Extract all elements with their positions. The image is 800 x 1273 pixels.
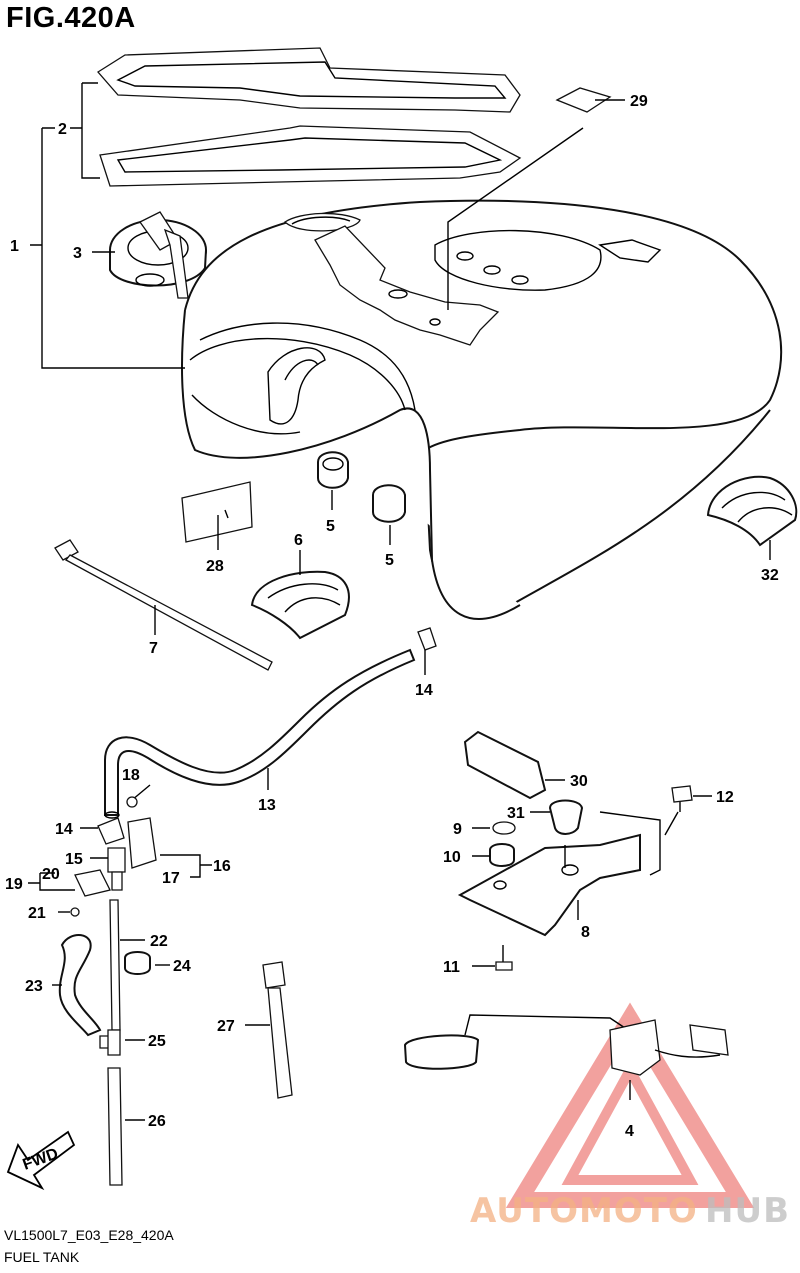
tank-bracket <box>457 811 661 937</box>
part-30: 30 <box>570 773 588 790</box>
watermark-text: AUTOMOTO HUB <box>470 1191 790 1231</box>
part-22: 22 <box>150 933 168 950</box>
part-13: 13 <box>258 797 276 814</box>
part-20: 20 <box>42 866 60 883</box>
part-24: 24 <box>173 958 191 975</box>
figure-code: VL1500L7_E03_E28_420A <box>4 1227 174 1243</box>
part-17: 17 <box>162 870 180 887</box>
part-1: 1 <box>10 238 19 255</box>
figure-caption: FUEL TANK <box>4 1249 80 1265</box>
part-4: 4 <box>625 1123 634 1140</box>
grommet-24 <box>124 951 151 975</box>
part-15: 15 <box>65 851 83 868</box>
part-5-lower: 5 <box>385 552 394 569</box>
grommet-upper <box>317 451 349 489</box>
part-14-lower: 14 <box>55 821 73 838</box>
cushion-10 <box>489 843 515 867</box>
part-8: 8 <box>581 924 590 941</box>
hose-clamp-upper <box>417 627 437 651</box>
part-31: 31 <box>507 805 525 822</box>
part-26: 26 <box>148 1113 166 1130</box>
part-32: 32 <box>761 567 779 584</box>
fuel-cap <box>109 211 207 299</box>
part-10: 10 <box>443 849 461 866</box>
fwd-arrow: FWD <box>6 1130 76 1191</box>
watermark-logo <box>505 1002 755 1208</box>
cable-tie-27 <box>262 961 293 1099</box>
part-5-upper: 5 <box>326 518 335 535</box>
part-29: 29 <box>630 93 648 110</box>
caution-label <box>181 481 253 543</box>
part-21: 21 <box>28 905 46 922</box>
tank-decal-strips <box>97 47 522 187</box>
part-25: 25 <box>148 1033 166 1050</box>
fuel-pipe-22 <box>109 899 121 1031</box>
cable-tie <box>54 539 273 671</box>
leader-lines <box>28 82 771 1121</box>
watermark-text-b: HUB <box>705 1191 790 1231</box>
drain-hose <box>58 934 102 1037</box>
fuel-pipe-26 <box>107 1067 123 1186</box>
part-18: 18 <box>122 767 140 784</box>
part-3: 3 <box>73 245 82 262</box>
breather-hose <box>104 648 416 819</box>
part-2: 2 <box>58 121 67 138</box>
part-7: 7 <box>149 640 158 657</box>
part-12: 12 <box>716 789 734 806</box>
fuel-tank <box>181 199 783 620</box>
part-19: 19 <box>5 876 23 893</box>
grommet-lower <box>372 484 406 523</box>
part-16: 16 <box>213 858 231 875</box>
part-23: 23 <box>25 978 43 995</box>
part-9: 9 <box>453 821 462 838</box>
part-28: 28 <box>206 558 224 575</box>
watermark-text-a: AUTOMOTO <box>470 1191 698 1231</box>
washer-9 <box>492 821 516 835</box>
rubber-block-30 <box>463 730 547 800</box>
tank-cushion-rear <box>706 475 798 547</box>
part-number-labels: 1 2 3 4 5 5 6 7 8 9 10 11 12 13 14 14 15… <box>5 93 779 1140</box>
part-14-upper: 14 <box>415 682 433 699</box>
part-27: 27 <box>217 1018 235 1035</box>
fuel-valve-assembly <box>70 817 157 917</box>
figure-title: FIG.420A <box>6 2 136 34</box>
label-sticker <box>555 87 612 113</box>
t-joint <box>99 1029 121 1056</box>
part-11: 11 <box>443 959 460 976</box>
tank-cushion-front <box>250 570 350 640</box>
cushion-31 <box>548 799 584 835</box>
screw-18 <box>126 784 151 808</box>
bolt-12 <box>671 785 693 812</box>
fuel-level-sensor <box>403 1014 729 1076</box>
bolt-11 <box>495 945 513 971</box>
part-6: 6 <box>294 532 303 549</box>
